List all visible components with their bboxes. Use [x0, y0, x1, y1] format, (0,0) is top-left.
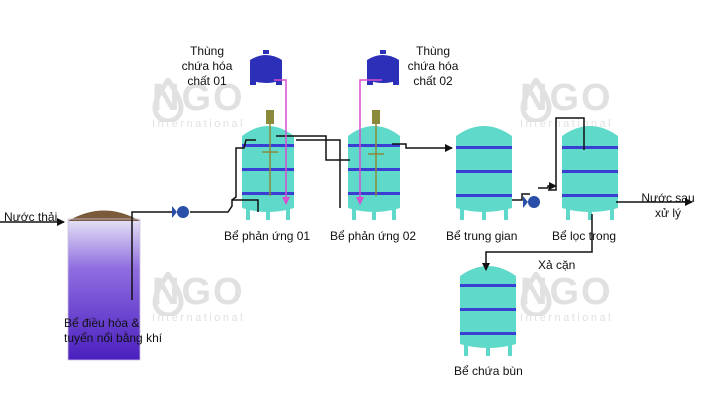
watermark-bottom-left: NGO International — [152, 271, 246, 324]
watermark-drop-icon — [520, 272, 552, 316]
clarifier-label: Bể lọc trong — [552, 229, 617, 243]
reactor-tank-01 — [242, 110, 294, 220]
equalization-tank — [67, 210, 141, 361]
intermediate-tank — [456, 126, 512, 220]
pump-icon — [523, 196, 540, 208]
watermark-top-left: NGO International — [152, 77, 246, 130]
sludge-tank — [460, 266, 516, 356]
sludge-discharge-label: Xả cặn — [538, 258, 576, 272]
watermark-bottom-right: NGO International — [520, 271, 614, 324]
watermark-drop-icon — [152, 78, 184, 122]
dosing-lines — [274, 79, 382, 205]
chemical-tank-01-label: Thùng chứa hóa chất 01 — [181, 44, 233, 88]
chemical-tank-02-label: Thùng chứa hóa chất 02 — [407, 44, 459, 88]
chemical-tank-01 — [250, 50, 282, 85]
clarifier-tank — [562, 126, 618, 220]
mixer-icons — [262, 151, 384, 155]
pump-icon — [172, 206, 189, 218]
outlet-label: Nước sau xử lý — [641, 191, 695, 220]
inlet-label: Nước thải — [4, 210, 58, 224]
reactor-tank-02 — [348, 110, 400, 220]
intermediate-tank-label: Bể trung gian — [446, 229, 518, 243]
process-pipes — [0, 117, 693, 300]
watermark-drop-icon — [152, 272, 184, 316]
reactor-01-label: Bể phản ứng 01 — [224, 229, 311, 243]
equalization-tank-label: Bể điều hòa & tuyển nổi bằng khí — [64, 316, 163, 345]
watermark-drop-icon — [520, 78, 552, 122]
reactor-02-label: Bể phản ứng 02 — [330, 229, 417, 243]
sludge-tank-label: Bể chứa bùn — [454, 364, 523, 378]
chemical-tank-02 — [367, 50, 399, 85]
